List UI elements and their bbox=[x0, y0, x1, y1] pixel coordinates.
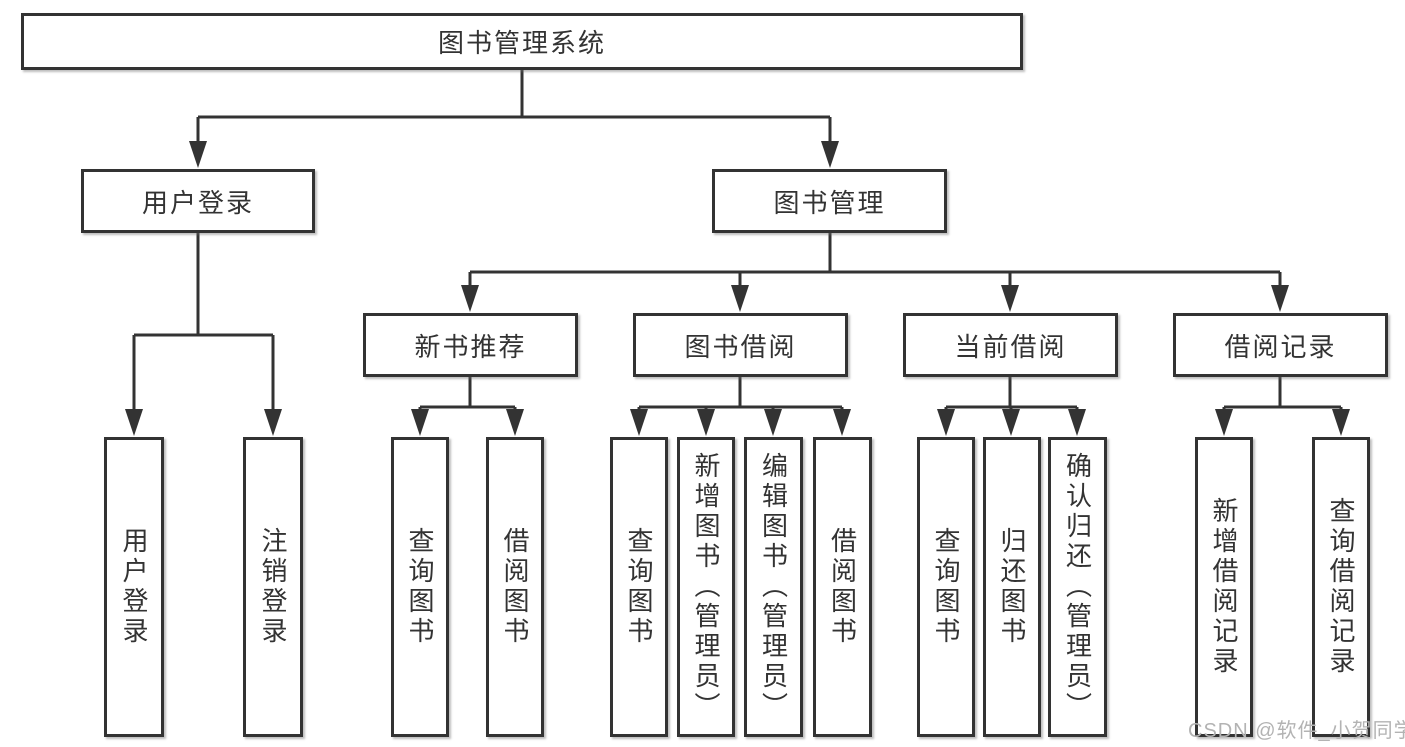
arrow-icon bbox=[1215, 409, 1233, 436]
leaf-query-books-recommend: 查询图书 bbox=[391, 437, 449, 737]
connector-records-to-leaves bbox=[1222, 376, 1343, 413]
connector-currentborrow-to-leaves bbox=[944, 376, 1079, 413]
arrow-icon bbox=[821, 141, 839, 168]
arrowheads bbox=[125, 141, 1350, 436]
arrow-icon bbox=[125, 409, 143, 436]
connector-bookmgmt-to-level3 bbox=[468, 232, 1282, 289]
connector-userlogin-to-leaves bbox=[132, 232, 275, 413]
node-borrow-records: 借阅记录 bbox=[1173, 313, 1388, 377]
node-book-borrow: 图书借阅 bbox=[633, 313, 848, 377]
arrow-icon bbox=[411, 409, 429, 436]
leaf-add-book-admin: 新增图书（管理员） bbox=[677, 437, 735, 737]
node-root-system: 图书管理系统 bbox=[21, 13, 1023, 70]
leaf-edit-book-admin: 编辑图书（管理员） bbox=[744, 437, 803, 737]
leaf-label: 新增借阅记录 bbox=[1209, 497, 1239, 677]
leaf-borrow-books: 借阅图书 bbox=[813, 437, 872, 737]
leaf-borrow-books-recommend: 借阅图书 bbox=[486, 437, 544, 737]
arrow-icon bbox=[764, 409, 782, 436]
leaf-label: 借阅图书 bbox=[827, 527, 858, 647]
connector-newbook-to-leaves bbox=[418, 376, 517, 413]
leaf-logout: 注销登录 bbox=[243, 437, 303, 737]
leaf-label: 注销登录 bbox=[258, 527, 288, 647]
arrow-icon bbox=[264, 409, 282, 436]
leaf-confirm-return-admin: 确认归还（管理员） bbox=[1048, 437, 1107, 737]
arrow-icon bbox=[937, 409, 955, 436]
node-new-book-recommend: 新书推荐 bbox=[363, 313, 578, 377]
arrow-icon bbox=[697, 409, 715, 436]
leaf-label: 用户登录 bbox=[119, 527, 149, 647]
leaf-label: 编辑图书（管理员） bbox=[758, 452, 789, 722]
node-current-borrow: 当前借阅 bbox=[903, 313, 1118, 377]
leaf-label: 确认归还（管理员） bbox=[1062, 452, 1093, 722]
arrow-icon bbox=[1068, 409, 1086, 436]
arrow-icon bbox=[833, 409, 851, 436]
leaf-query-borrow-record: 查询借阅记录 bbox=[1312, 437, 1370, 737]
arrow-icon bbox=[630, 409, 648, 436]
connector-root-to-level2 bbox=[196, 69, 832, 145]
leaf-label: 借阅图书 bbox=[500, 527, 530, 647]
leaf-label: 查询借阅记录 bbox=[1326, 497, 1356, 677]
watermark: CSDN @软件_小贺同学 bbox=[1188, 720, 1405, 742]
leaf-label: 新增图书（管理员） bbox=[691, 452, 721, 722]
leaf-query-books-current: 查询图书 bbox=[917, 437, 975, 737]
leaf-label: 查询图书 bbox=[624, 527, 654, 647]
arrow-icon bbox=[1001, 285, 1019, 312]
arrow-icon bbox=[1002, 409, 1020, 436]
arrow-icon bbox=[506, 409, 524, 436]
leaf-label: 查询图书 bbox=[405, 527, 435, 647]
connector-bookborrow-to-leaves bbox=[637, 376, 844, 413]
leaf-return-book: 归还图书 bbox=[983, 437, 1041, 737]
leaf-query-books-borrow: 查询图书 bbox=[610, 437, 668, 737]
leaf-add-borrow-record: 新增借阅记录 bbox=[1195, 437, 1253, 737]
arrow-icon bbox=[189, 141, 207, 168]
leaf-label: 归还图书 bbox=[997, 527, 1027, 647]
node-user-login: 用户登录 bbox=[81, 169, 315, 233]
arrow-icon bbox=[1332, 409, 1350, 436]
node-book-management: 图书管理 bbox=[712, 169, 947, 233]
leaf-user-login: 用户登录 bbox=[104, 437, 164, 737]
leaf-label: 查询图书 bbox=[931, 527, 961, 647]
arrow-icon bbox=[461, 285, 479, 312]
arrow-icon bbox=[1271, 285, 1289, 312]
arrow-icon bbox=[731, 285, 749, 312]
